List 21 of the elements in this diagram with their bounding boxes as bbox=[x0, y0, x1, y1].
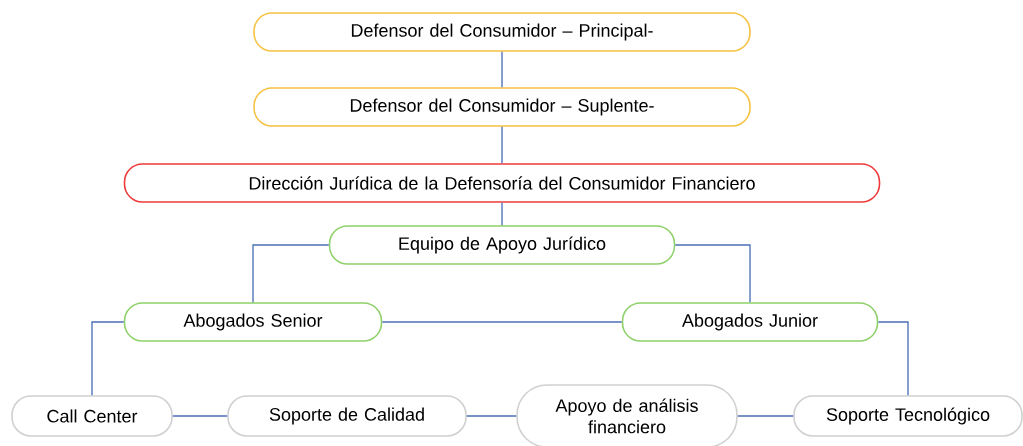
connector-line bbox=[674, 244, 751, 303]
connector-line bbox=[501, 126, 503, 164]
org-box: Dirección Jurídica de la Defensoría del Consumidor Financiero bbox=[123, 163, 881, 203]
connector-line bbox=[381, 321, 623, 323]
connector-line bbox=[501, 51, 503, 88]
org-box: Equipo de Apoyo Jurídico bbox=[328, 225, 676, 265]
connector-line bbox=[252, 244, 330, 303]
org-box: Call Center bbox=[11, 395, 173, 437]
org-box: Soporte Tecnológico bbox=[793, 395, 1023, 437]
connector-line bbox=[172, 415, 228, 417]
org-box: Abogados Senior bbox=[123, 302, 383, 342]
org-box: Defensor del Consumidor – Principal- bbox=[253, 12, 751, 52]
org-box: Defensor del Consumidor – Suplente- bbox=[253, 87, 751, 127]
connector-line bbox=[466, 415, 517, 417]
org-box: Abogados Junior bbox=[621, 302, 879, 342]
org-box: Apoyo de análisis financiero bbox=[516, 384, 738, 446]
org-box: Soporte de Calidad bbox=[227, 395, 467, 437]
connector-line bbox=[877, 321, 909, 396]
connector-line bbox=[501, 202, 503, 226]
connector-line bbox=[737, 415, 794, 417]
connector-line bbox=[91, 321, 125, 396]
